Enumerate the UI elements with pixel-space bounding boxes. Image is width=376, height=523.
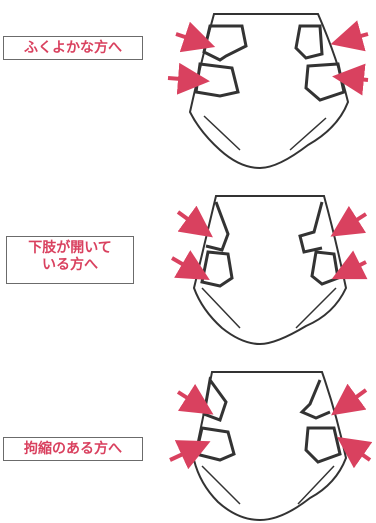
diaper-figure-1 [150, 0, 376, 175]
arrow-icon [170, 250, 210, 281]
arrow-icon [176, 205, 213, 238]
label-section-2: 下肢が開いて いる方へ [6, 236, 134, 284]
arrow-icon [330, 205, 368, 237]
label-section-3: 拘縮のある方へ [3, 437, 143, 461]
diaper-icon [188, 13, 350, 170]
label-section-1: ふくよかな方へ [3, 36, 143, 60]
arrow-icon [331, 383, 368, 416]
arrow-icon [175, 21, 216, 53]
arrow-icon [332, 63, 369, 96]
arrow-icon [176, 383, 214, 415]
arrow-icon [169, 440, 211, 470]
arrow-icon [336, 436, 373, 469]
arrow-icon [167, 62, 210, 95]
arrow-icon [331, 250, 368, 280]
arrow-icon [330, 20, 369, 52]
